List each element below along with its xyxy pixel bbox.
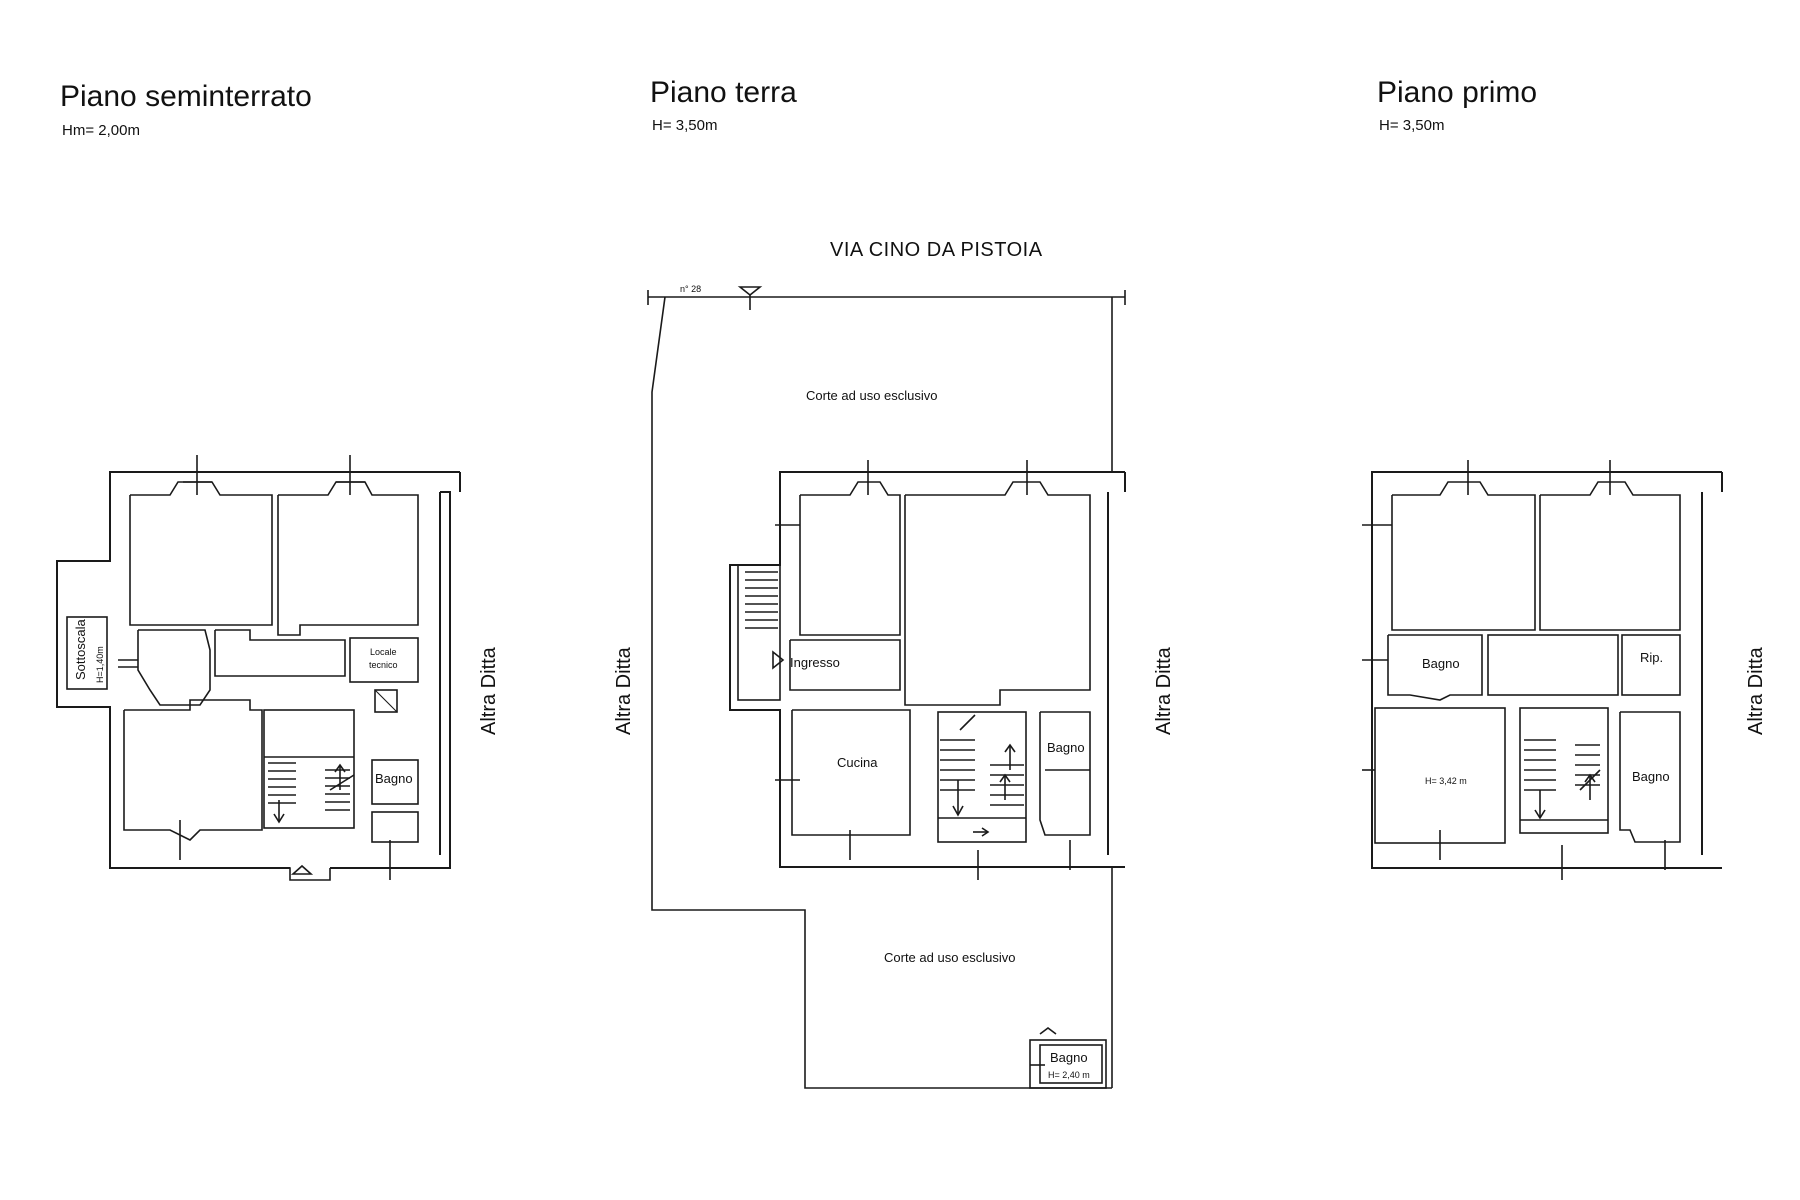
street-name: VIA CINO DA PISTOIA	[830, 239, 1043, 261]
ground-floor-title: Piano terra	[650, 76, 797, 109]
first-bathroom-label-left: Bagno	[1422, 656, 1460, 671]
understair-height: H=1,40m	[95, 646, 105, 683]
basement-height: Hm= 2,00m	[62, 122, 140, 139]
courtyard-label-bottom: Corte ad uso esclusivo	[884, 950, 1016, 965]
neighbor-label-ground-left: Altra Ditta	[613, 646, 635, 735]
outdoor-bathroom-label: Bagno	[1050, 1050, 1088, 1065]
first-floor-height: H= 3,50m	[1379, 117, 1445, 134]
kitchen-label: Cucina	[837, 755, 878, 770]
civic-number: n° 28	[680, 284, 701, 294]
technical-room-label-2: tecnico	[369, 660, 398, 670]
outdoor-bathroom-height: H= 2,40 m	[1048, 1070, 1090, 1080]
entrance-label: Ingresso	[790, 655, 840, 670]
neighbor-label-ground-right: Altra Ditta	[1153, 646, 1175, 735]
understair-label: Sottoscala	[73, 619, 88, 680]
first-bathroom-label-right: Bagno	[1632, 769, 1670, 784]
neighbor-label-first: Altra Ditta	[1745, 646, 1767, 735]
basement-title: Piano seminterrato	[60, 80, 312, 113]
basement-bathroom-label: Bagno	[375, 771, 413, 786]
ground-floor-height: H= 3,50m	[652, 117, 718, 134]
basement-plan: Sottoscala H=1,40m Locale tecnico Bagno …	[56, 455, 500, 881]
technical-room-label-1: Locale	[370, 647, 397, 657]
first-room-height: H= 3,42 m	[1425, 776, 1467, 786]
ground-floor-plan: VIA CINO DA PISTOIA n° 28 Corte ad uso e…	[613, 239, 1175, 1089]
storage-label: Rip.	[1640, 650, 1663, 665]
first-floor-title: Piano primo	[1377, 76, 1538, 109]
first-floor-plan: Bagno Rip. Bagno H= 3,42 m Altra Ditta	[1362, 460, 1767, 880]
neighbor-label-basement: Altra Ditta	[478, 646, 500, 735]
courtyard-label-top: Corte ad uso esclusivo	[806, 388, 938, 403]
ground-bathroom-label: Bagno	[1047, 740, 1085, 755]
